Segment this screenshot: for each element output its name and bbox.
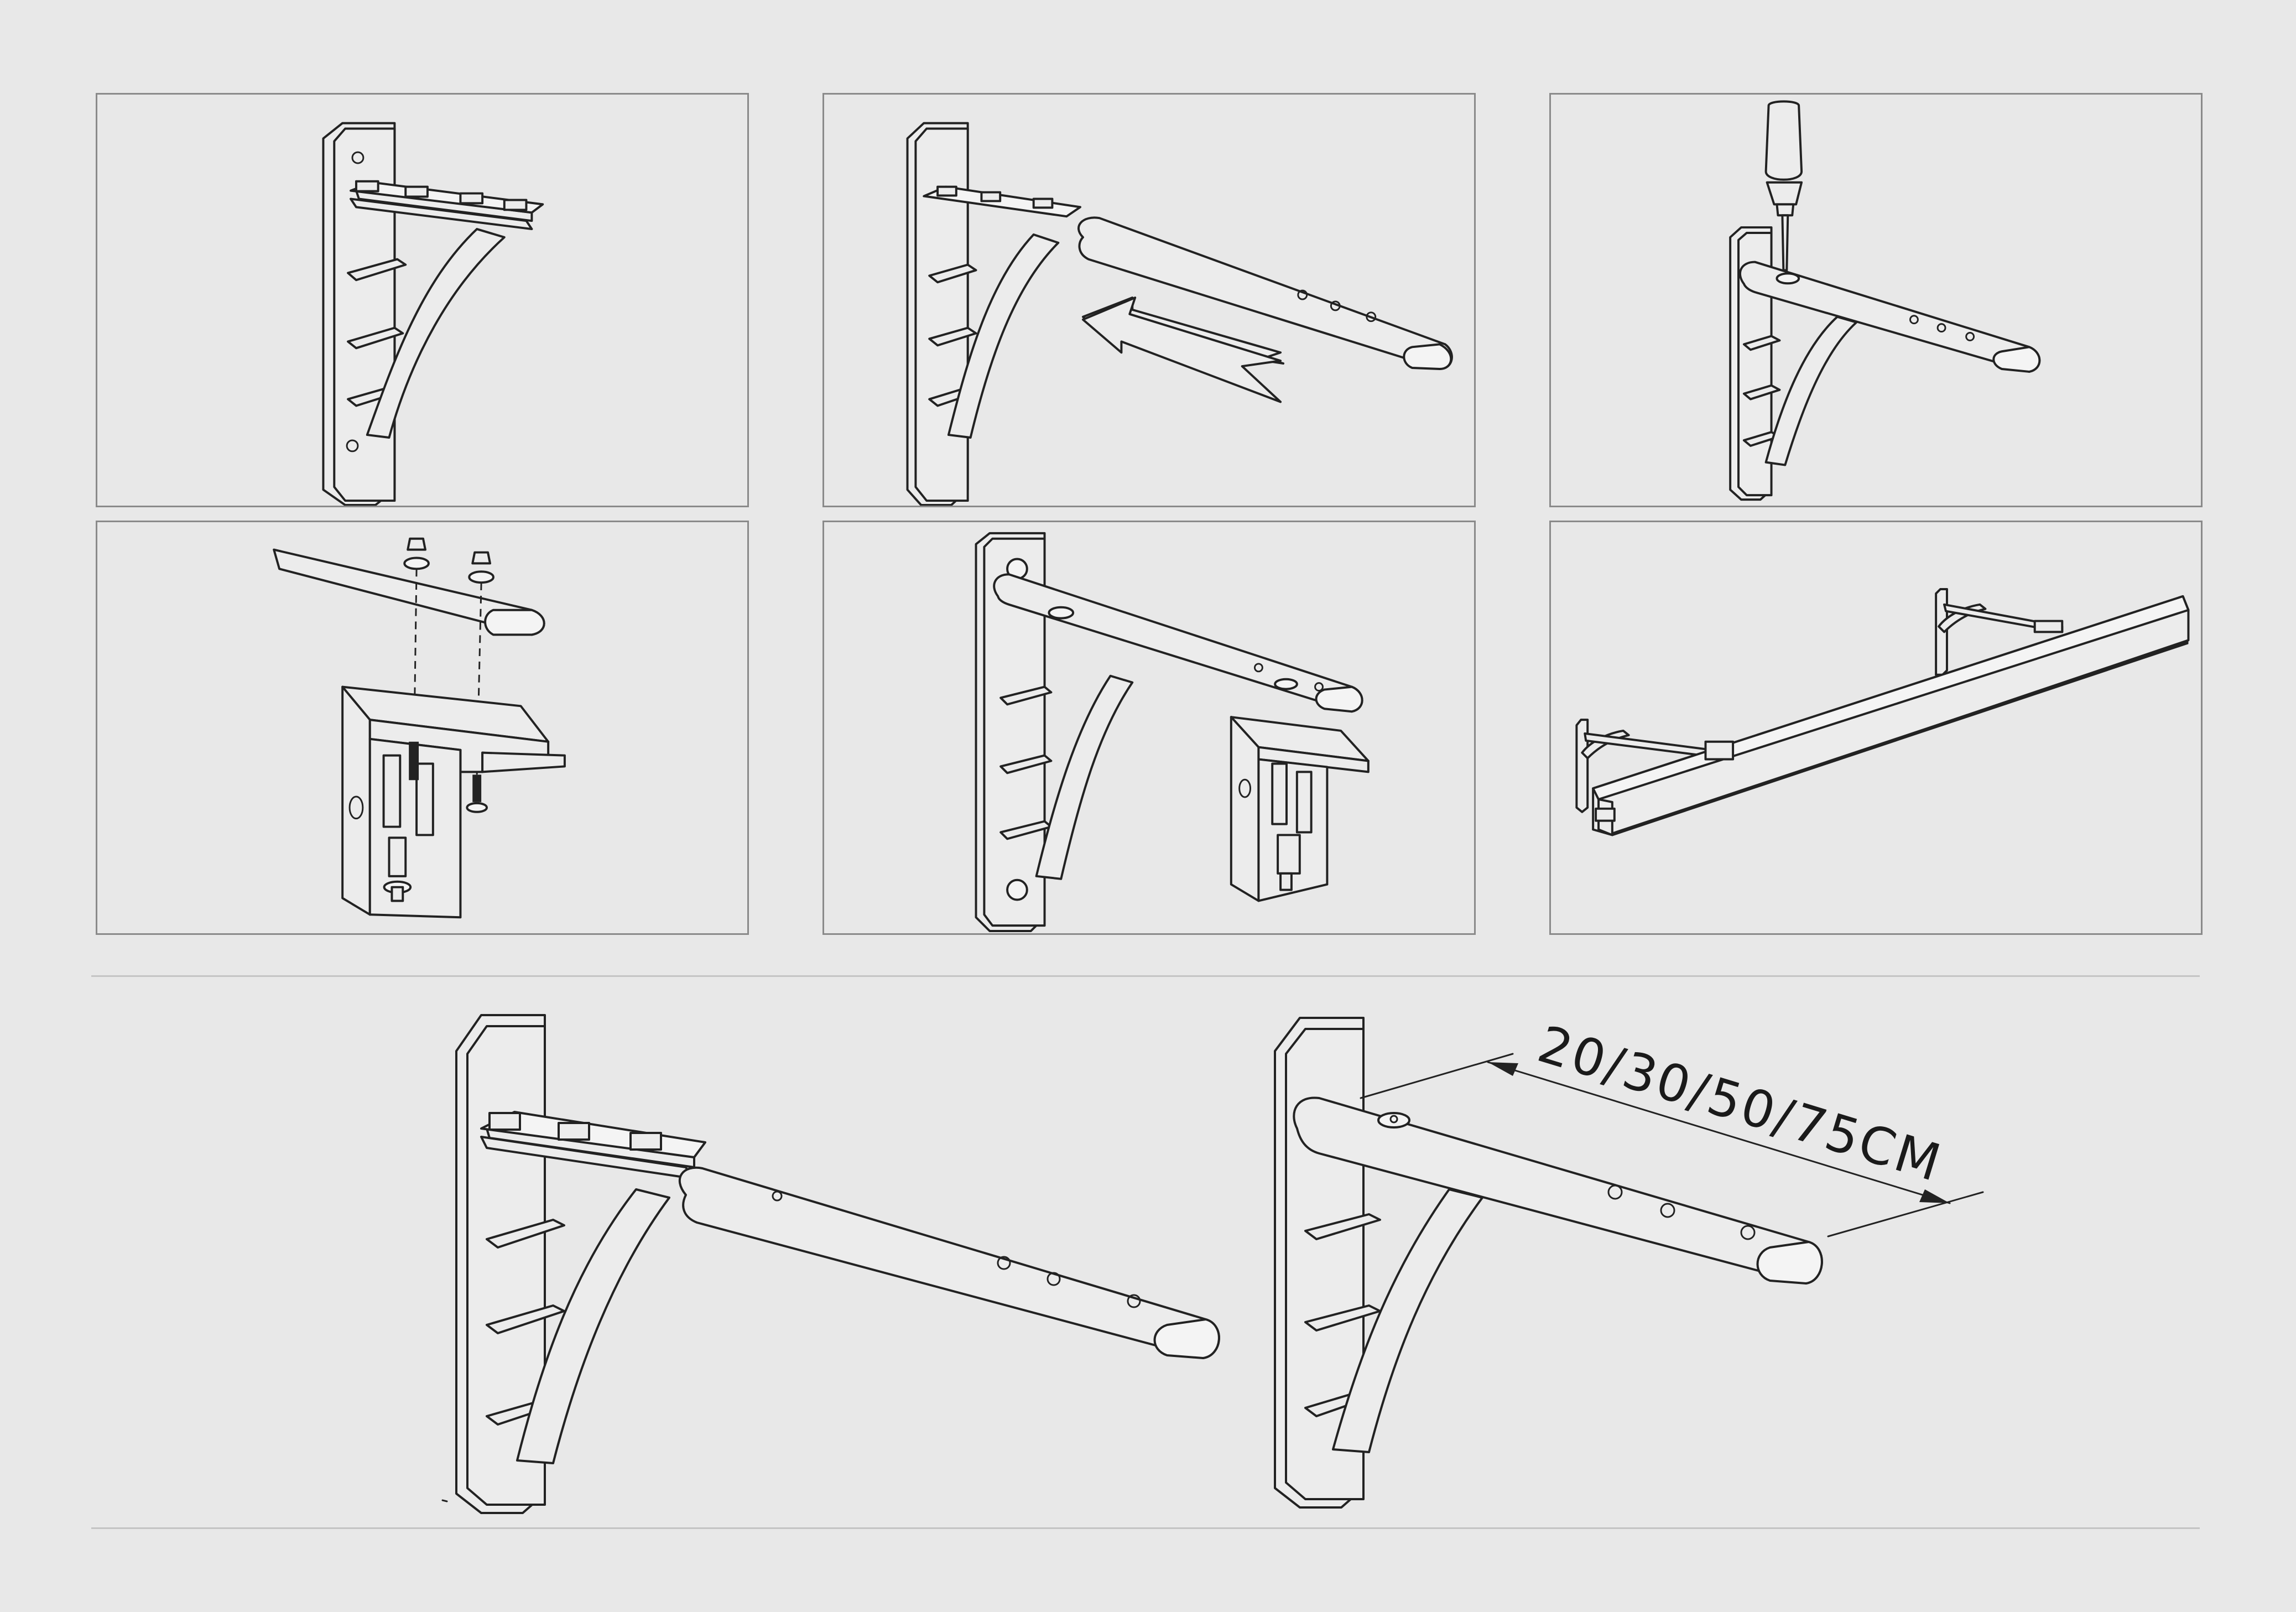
bracket-arm-exploded-icon: [441, 1014, 1220, 1514]
insert-arm-arrow-icon: [906, 122, 1453, 506]
step-1-panel: [96, 93, 749, 507]
mounted-rail-icon: [1575, 588, 2190, 836]
bracket-arm-length-icon: 20/30/50/75CM: [1274, 1015, 1984, 1509]
step-6-panel: [1549, 521, 2203, 935]
arm-length-label: 20/30/50/75CM: [1532, 1015, 1949, 1194]
step-4-panel: [96, 521, 749, 935]
step-2-panel: [822, 93, 1476, 507]
bracket-with-clip-icon: [322, 122, 544, 506]
screwdriver-fasten-icon: [1729, 100, 2041, 501]
assembled-bracket-carrier-icon: [975, 532, 1370, 933]
step-5-panel: [822, 521, 1476, 935]
step-3-panel: [1549, 93, 2203, 507]
section-divider-top: [91, 975, 2200, 977]
section-divider-bottom: [91, 1527, 2200, 1529]
bolt-carrier-exploded-icon: [273, 537, 566, 919]
